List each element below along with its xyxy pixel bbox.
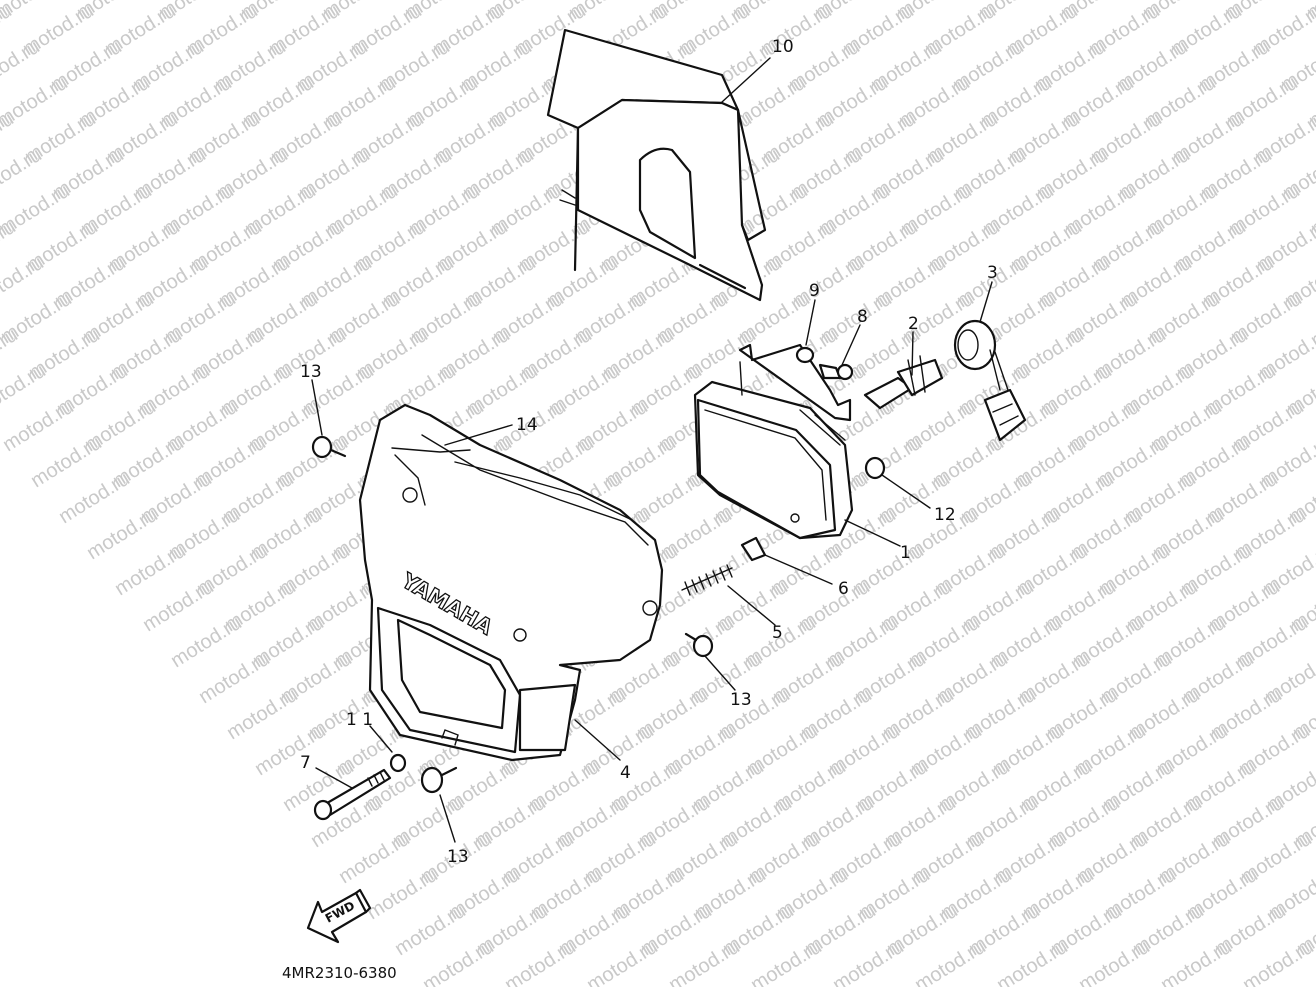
bulb — [863, 355, 944, 410]
watermark-text: motod.ru — [391, 900, 470, 960]
watermark-text: motod.ru — [195, 648, 274, 708]
watermark-text: motod.ru — [251, 720, 330, 780]
callout-5: 5 — [772, 623, 783, 643]
watermark-text: motod.ru — [363, 864, 442, 924]
forward-direction-arrow: FWD — [306, 888, 372, 944]
watermark-text: motod.ru — [419, 936, 498, 987]
watermark-text: motod.ru — [335, 828, 414, 888]
watermark-text: motod.ru — [167, 612, 246, 672]
callout-4: 4 — [620, 763, 631, 783]
callout-12: 12 — [934, 505, 956, 525]
watermark-text: motod.ru — [665, 936, 744, 987]
watermark-text: motod.ru — [583, 936, 662, 987]
watermark-text: motod.ru — [139, 576, 218, 636]
headlight-unit — [693, 343, 854, 540]
watermark-text: motod.ru — [27, 432, 106, 492]
bracket-plate — [546, 28, 767, 302]
watermark-text: motod.ru — [911, 936, 990, 987]
headlight-cowl: YAMAHA — [358, 403, 664, 762]
watermark-text: motod.ru — [1157, 936, 1236, 987]
watermark-text: motod.ru — [0, 396, 78, 456]
callout-1: 1 — [900, 543, 911, 563]
callout-13-bottom: 13 — [447, 847, 469, 867]
small-fasteners — [795, 346, 886, 480]
callout-10: 10 — [772, 37, 794, 57]
watermark-text: motod.ru — [829, 936, 908, 987]
callout-3: 3 — [987, 263, 998, 283]
callout-13-top: 13 — [300, 362, 322, 382]
callout-2: 2 — [908, 314, 919, 334]
watermark-text: motod.ru — [111, 540, 190, 600]
watermark-text: motod.ru — [1239, 936, 1316, 987]
bolt-bottom — [420, 766, 458, 794]
collar-and-spring — [681, 536, 767, 596]
callout-8: 8 — [857, 307, 868, 327]
bolt-middle — [684, 632, 714, 658]
watermark-text: motod.ru — [501, 936, 580, 987]
watermark-text: motod.ru — [1075, 936, 1154, 987]
callout-6: 6 — [838, 579, 849, 599]
watermark-text: motod.ru — [223, 684, 302, 744]
watermark-text: motod.ru — [747, 936, 826, 987]
callout-9: 9 — [809, 281, 820, 301]
washer-and-long-bolt — [313, 753, 407, 821]
callout-labels: 10 9 8 2 3 13 14 12 1 6 5 13 1 1 7 4 13 — [300, 37, 998, 867]
watermark-text: motod.ru — [55, 468, 134, 528]
leader-lines — [311, 57, 993, 843]
callout-13-middle: 13 — [730, 690, 752, 710]
bulb-socket — [953, 319, 1027, 442]
diagram-code: 4MR2310-6380 — [282, 964, 397, 982]
watermark-text: motod.ru — [993, 936, 1072, 987]
watermark-text: motod.ru — [83, 504, 162, 564]
callout-14: 14 — [516, 415, 538, 435]
callout-11: 1 1 — [346, 710, 373, 730]
callout-7: 7 — [300, 753, 311, 773]
bolt-top-left — [311, 435, 347, 459]
